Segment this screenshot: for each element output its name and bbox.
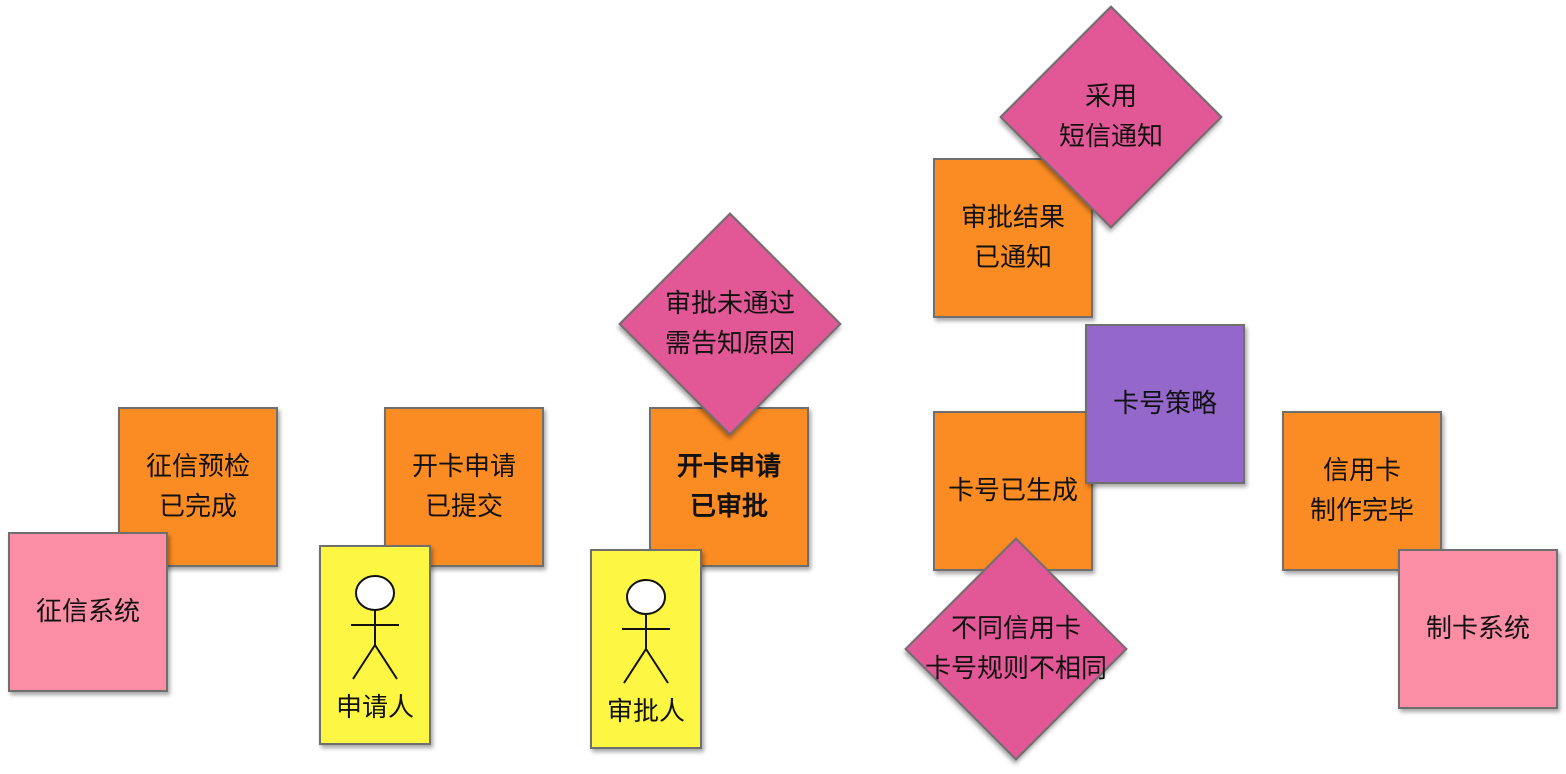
system-card-making-label: 制卡系统 [1425,614,1530,644]
event-card-made-label: 信用卡 制作完毕 [1309,456,1414,526]
actor-applicant-label: 申请人 [335,693,414,723]
actor-applicant[interactable]: 申请人 [319,545,431,745]
system-credit[interactable]: 征信系统 [8,532,168,692]
event-card-number-generated-label: 卡号已生成 [947,476,1078,506]
hotspot-rejection-reason[interactable]: 审批未通过 需告知原因 [618,212,842,436]
policy-card-number-strategy-label: 卡号策略 [1112,389,1217,419]
policy-card-number-strategy[interactable]: 卡号策略 [1085,324,1245,484]
event-application-submitted-label: 开卡申请 已提交 [411,452,516,522]
actor-approver-label: 审批人 [606,697,685,727]
person-icon [622,579,670,684]
event-application-approved-label: 开卡申请 已审批 [676,452,781,522]
event-card-made[interactable]: 信用卡 制作完毕 [1282,411,1442,571]
system-card-making[interactable]: 制卡系统 [1398,549,1558,709]
hotspot-sms-notify-label: 采用 短信通知 [1058,82,1163,152]
person-icon [351,575,399,680]
actor-approver[interactable]: 审批人 [590,549,702,749]
hotspot-rejection-reason-label: 审批未通过 需告知原因 [664,289,795,359]
event-result-notified-label: 审批结果 已通知 [960,203,1065,273]
event-credit-precheck-done-label: 征信预检 已完成 [145,452,250,522]
system-credit-label: 征信系统 [35,597,140,627]
hotspot-card-number-rules-label: 不同信用卡 卡号规则不相同 [924,614,1107,684]
event-application-submitted[interactable]: 开卡申请 已提交 [384,407,544,567]
